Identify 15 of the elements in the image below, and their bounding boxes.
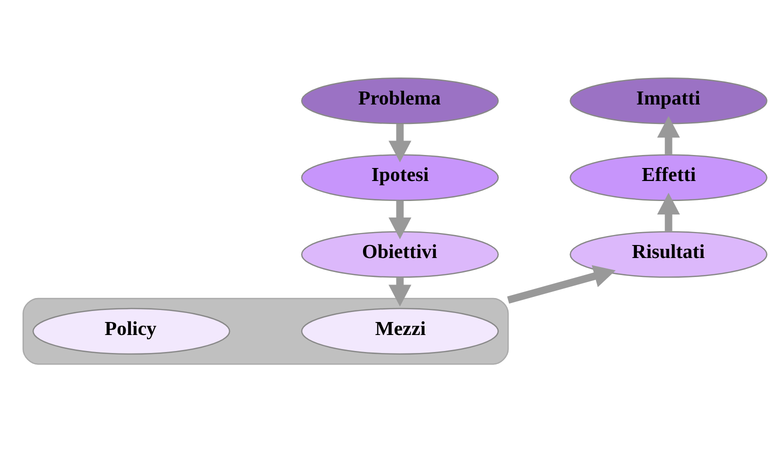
arrow <box>388 123 412 162</box>
node-ellipse: Policy <box>32 307 230 354</box>
cluster <box>22 297 509 364</box>
arrow <box>507 264 616 304</box>
arrow <box>657 192 680 231</box>
node-ellipse: Mezzi <box>301 307 499 354</box>
node-ellipse: Risultati <box>570 230 768 278</box>
arrow <box>388 200 412 239</box>
node-ellipse: Impatti <box>570 77 768 124</box>
node-ellipse: Ipotesi <box>301 154 499 200</box>
arrow <box>388 277 412 306</box>
arrow <box>657 115 680 154</box>
node-ellipse: Problema <box>301 77 499 124</box>
node-ellipse: Effetti <box>570 154 768 200</box>
node-ellipse: Obiettivi <box>301 230 499 278</box>
